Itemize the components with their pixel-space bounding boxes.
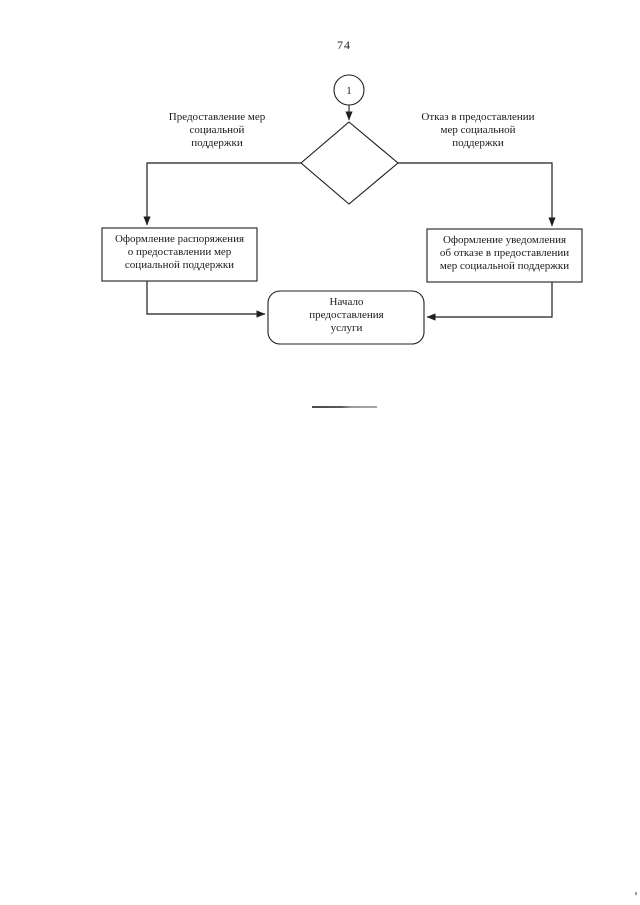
terminator-box — [267, 290, 425, 345]
terminator-box-label: Начало предоставления услуги — [309, 296, 384, 334]
process-right-outflow-connector — [426, 282, 553, 321]
connector-circle-label: 1 — [346, 85, 352, 97]
branch-label-left: Предоставление мер социальной поддержки — [168, 111, 266, 149]
branch-left-connector — [143, 162, 301, 226]
separator-rule — [312, 406, 377, 408]
decision-diamond — [300, 121, 399, 205]
branch-right-connector — [398, 162, 556, 227]
page-number: 74 — [337, 38, 351, 52]
branch-label-right: Отказ в предоставлении мер социальной по… — [421, 111, 535, 149]
process-box-right-label: Оформление уведомления об отказе в предо… — [439, 234, 570, 272]
process-box-left-label: Оформление распоряжения о предоставлении… — [114, 233, 245, 271]
process-box-right — [426, 228, 583, 283]
process-left-outflow-connector — [146, 281, 266, 318]
scan-artifact-dot — [635, 892, 637, 895]
process-box-left — [101, 227, 258, 282]
